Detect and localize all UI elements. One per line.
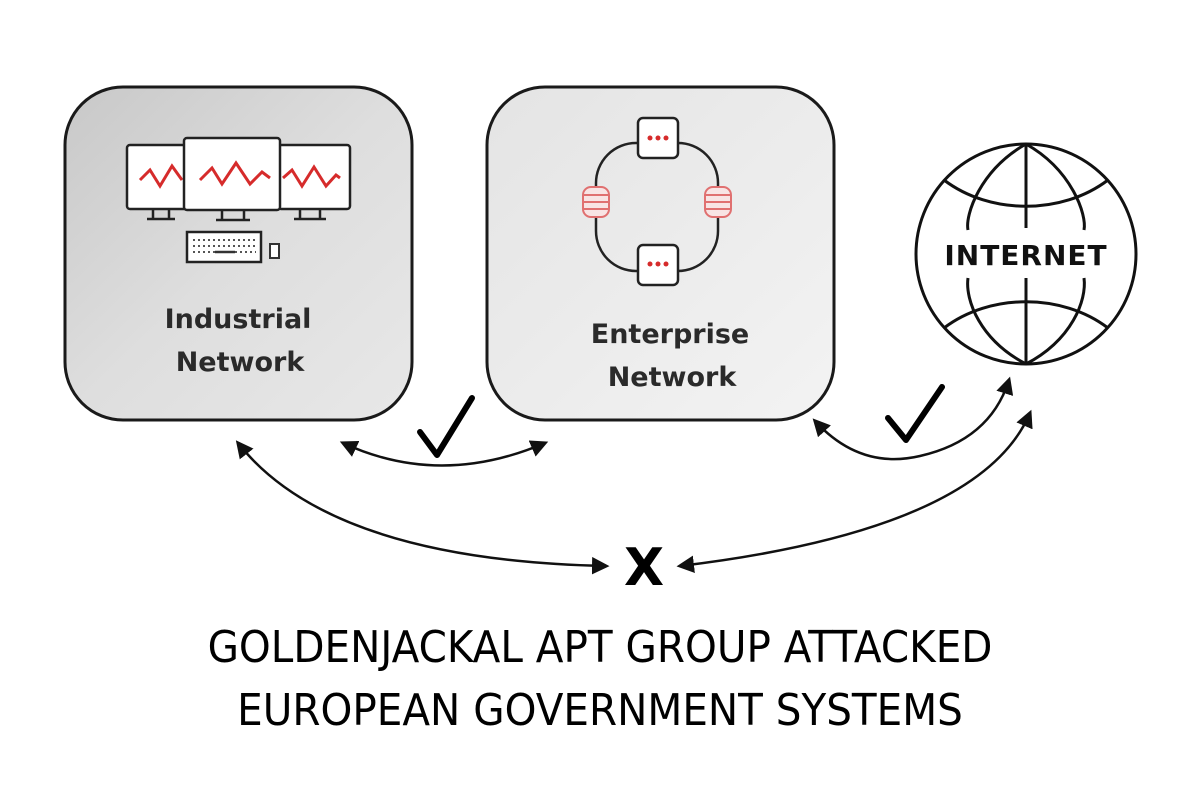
connection-enterprise-internet [812,376,1014,461]
enterprise-label-line1: Enterprise [591,319,749,350]
arrow-industrial-x [235,440,610,575]
database-left-icon [582,186,610,218]
monitor-left-waveform [138,163,184,189]
industrial-label-line1: Industrial [165,304,312,335]
arrow-enterprise-internet [812,376,1014,461]
industrial-network-node: Industrial Network [63,85,414,422]
arrow-x-internet [676,409,1033,574]
monitor-center [182,136,282,212]
monitor-center-waveform [198,160,271,187]
internet-label: INTERNET [944,239,1107,272]
blocked-x-icon: X [624,538,664,598]
globe-icon [914,142,1138,366]
server-ring-icon [582,116,732,287]
internet-node: INTERNET [914,142,1138,366]
mouse-icon [269,243,280,259]
caption-line-1: GOLDENJACKAL APT GROUP ATTACKED [207,622,993,673]
industrial-label-line2: Network [176,347,306,378]
enterprise-network-node: Enterprise Network [485,85,836,422]
connection-industrial-internet: X [235,409,1033,598]
caption-line-2: EUROPEAN GOVERNMENT SYSTEMS [237,685,963,736]
monitors-icon [125,136,352,264]
check-icon-allowed-2 [885,384,945,443]
database-right-icon [704,186,732,218]
monitor-right-waveform [282,164,341,189]
check-icon-allowed-1 [417,395,475,458]
enterprise-label-line2: Network [608,362,738,393]
monitor-left [125,143,189,211]
